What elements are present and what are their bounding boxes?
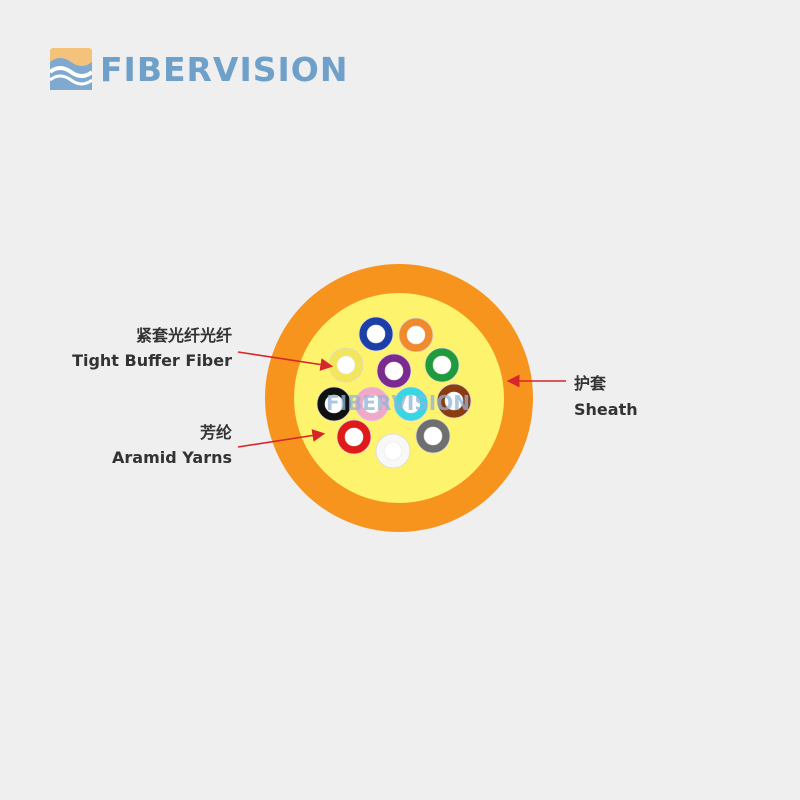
fiber-10 (336, 419, 372, 455)
fiber-3 (328, 347, 364, 383)
fiber-9 (436, 383, 472, 419)
sheath-label-en: Sheath (574, 400, 638, 419)
fiber-group (316, 316, 472, 469)
fibervision-logo-icon (50, 48, 92, 90)
brand-name: FIBERVISION (100, 49, 349, 89)
fiber-12 (415, 418, 451, 454)
tight-buffer-label-en: Tight Buffer Fiber (72, 351, 232, 370)
aramid-label-en: Aramid Yarns (112, 448, 232, 467)
fiber-8 (393, 386, 429, 422)
sheath-label-cn: 护套 (574, 374, 607, 393)
fiber-6 (316, 386, 352, 422)
fiber-5 (424, 347, 460, 383)
fiber-2 (398, 317, 434, 353)
aramid-label-cn: 芳纶 (199, 423, 232, 442)
brand-logo: FIBERVISION (50, 48, 348, 90)
fiber-11 (375, 433, 411, 469)
tight-buffer-arrow (237, 351, 334, 371)
tight-buffer-label-cn: 紧套光纤光纤 (135, 326, 232, 345)
fiber-7 (354, 386, 390, 422)
watermark-text: FIBERVISION (326, 391, 470, 415)
aramid-arrow (237, 429, 326, 448)
fiber-1 (358, 316, 394, 352)
fiber-4 (376, 353, 412, 389)
